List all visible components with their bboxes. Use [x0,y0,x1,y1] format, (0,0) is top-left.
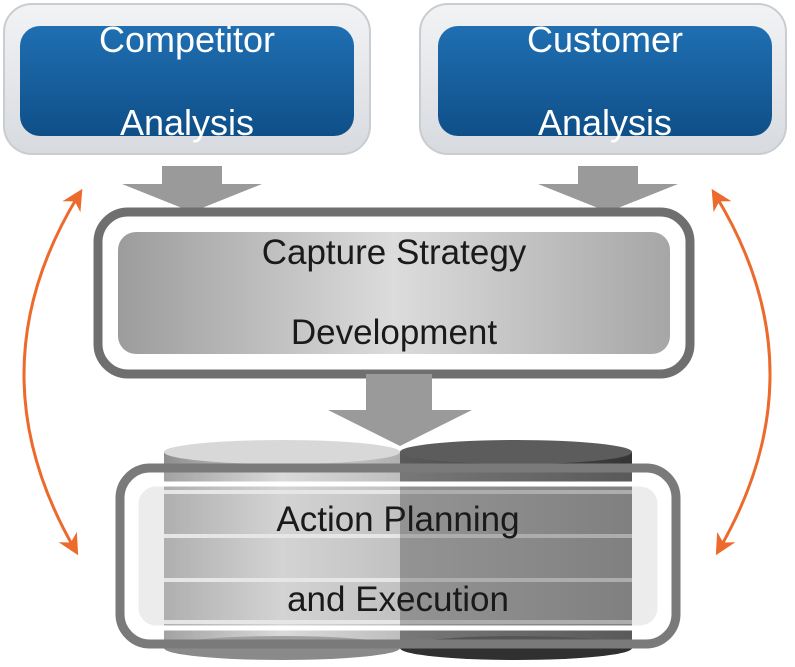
customer-line2: Analysis [537,101,673,143]
down-arrow-left-icon [122,166,262,212]
strategy-line2: Development [290,313,498,353]
feedback-left-arrow-icon [22,188,83,556]
feedback-right-arrow-icon [711,188,772,556]
competitor-line1: Competitor [98,18,276,60]
action-line2: and Execution [287,580,509,620]
action-planning-label: Action Planning and Execution [136,490,660,630]
capture-strategy-label: Capture Strategy Development [118,232,670,354]
strategy-line1: Capture Strategy [261,232,527,272]
action-planning-box [115,463,681,649]
customer-analysis-box [419,3,787,155]
down-arrow-center-icon [328,374,472,446]
customer-line1: Customer [526,18,684,60]
capture-strategy-box [93,207,695,379]
competitor-line2: Analysis [119,101,255,143]
customer-analysis-label: Customer Analysis [438,19,772,143]
action-line1: Action Planning [276,499,520,539]
competitor-analysis-label: Competitor Analysis [20,19,354,143]
competitor-analysis-box [3,3,371,155]
down-arrow-right-icon [538,166,678,212]
